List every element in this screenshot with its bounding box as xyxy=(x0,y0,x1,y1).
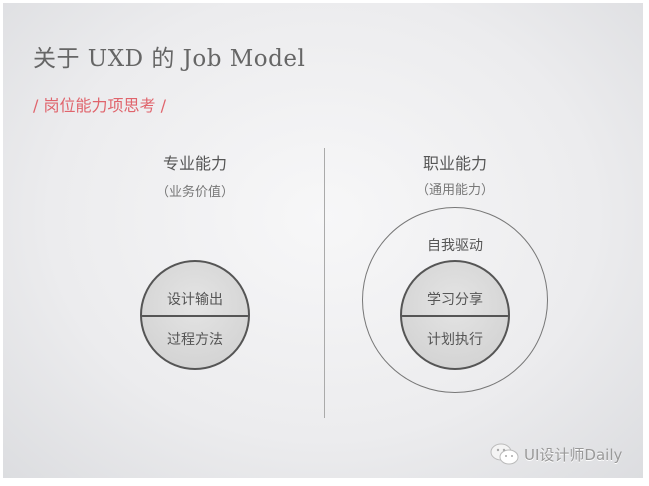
right-outer-circle xyxy=(362,207,548,393)
right-circle-bottom-label: 计划执行 xyxy=(427,332,483,348)
left-circle-divider xyxy=(142,315,248,317)
slide: 关于 UXD 的 Job Model / 岗位能力项思考 / 专业能力 （业务价… xyxy=(3,3,643,478)
left-column-subtitle: （业务价值） xyxy=(155,185,234,200)
right-inner-circle: 学习分享 计划执行 xyxy=(400,260,510,370)
left-column-title: 专业能力 xyxy=(162,154,227,173)
left-circle-top-label: 设计输出 xyxy=(167,292,223,308)
watermark-text: UI设计师Daily xyxy=(524,445,623,464)
right-column-subtitle: （通用能力） xyxy=(415,183,494,198)
wechat-icon xyxy=(490,443,519,465)
left-circle-bottom-label: 过程方法 xyxy=(167,332,223,348)
right-outer-label: 自我驱动 xyxy=(427,238,483,254)
slide-subtitle: / 岗位能力项思考 / xyxy=(33,96,166,115)
column-divider xyxy=(324,148,325,418)
slide-title: 关于 UXD 的 Job Model xyxy=(33,46,306,72)
right-circle-top-label: 学习分享 xyxy=(427,292,483,308)
right-circle-divider xyxy=(402,315,508,317)
left-circle: 设计输出 过程方法 xyxy=(140,260,250,370)
watermark: UI设计师Daily xyxy=(490,443,622,465)
right-column-title: 职业能力 xyxy=(422,154,487,173)
